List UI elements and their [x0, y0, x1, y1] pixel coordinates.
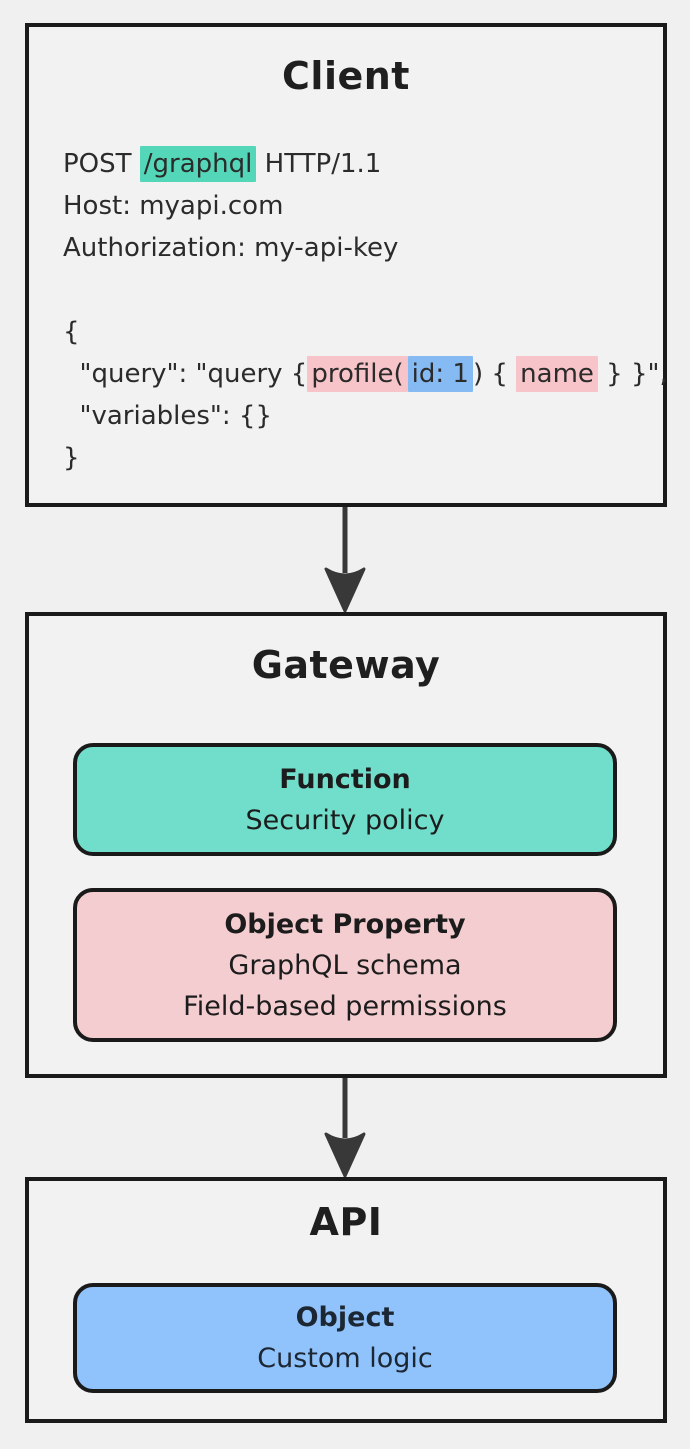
arrow-client-to-gateway-icon — [324, 507, 366, 613]
blank-line — [63, 269, 663, 311]
function-card-subtitle: Security policy — [245, 804, 445, 836]
profile-field-highlight: profile( — [307, 356, 408, 392]
gateway-box: Gateway Function Security policy Object … — [25, 612, 667, 1078]
api-box: API Object Custom logic — [25, 1177, 667, 1423]
client-request-code: POST /graphql HTTP/1.1 Host: myapi.com A… — [29, 143, 668, 479]
name-field-highlight: name — [516, 356, 598, 392]
object-card: Object Custom logic — [73, 1283, 617, 1393]
client-title: Client — [282, 54, 410, 98]
request-line: POST /graphql HTTP/1.1 — [63, 143, 663, 185]
json-open-brace: { — [63, 317, 80, 347]
id-argument-highlight: id: 1 — [407, 356, 473, 392]
function-card-title: Function — [279, 763, 411, 795]
object-property-card-line2: Field-based permissions — [183, 990, 507, 1022]
http-method: POST — [63, 149, 140, 179]
json-close-brace: } — [63, 443, 80, 473]
arrow-gateway-to-api-icon — [324, 1078, 366, 1178]
http-protocol: HTTP/1.1 — [256, 149, 382, 179]
query-prefix: "query": "query { — [63, 359, 308, 389]
query-suffix: } }", — [597, 359, 668, 389]
authorization-header: Authorization: my-api-key — [63, 233, 399, 263]
variables-line: "variables": {} — [63, 401, 272, 431]
query-line: "query": "query {profile(id: 1) { name }… — [63, 353, 668, 395]
api-title: API — [309, 1200, 383, 1244]
function-card: Function Security policy — [73, 743, 617, 856]
client-box: Client POST /graphql HTTP/1.1 Host: myap… — [25, 23, 668, 507]
query-mid: ) { — [472, 359, 517, 389]
host-header: Host: myapi.com — [63, 191, 284, 221]
object-card-title: Object — [295, 1302, 395, 1333]
object-property-card: Object Property GraphQL schema Field-bas… — [73, 888, 617, 1042]
object-property-card-line1: GraphQL schema — [228, 949, 462, 981]
graphql-path-highlight: /graphql — [139, 146, 257, 182]
object-card-subtitle: Custom logic — [257, 1343, 433, 1374]
gateway-title: Gateway — [251, 643, 441, 687]
object-property-card-title: Object Property — [224, 908, 466, 940]
